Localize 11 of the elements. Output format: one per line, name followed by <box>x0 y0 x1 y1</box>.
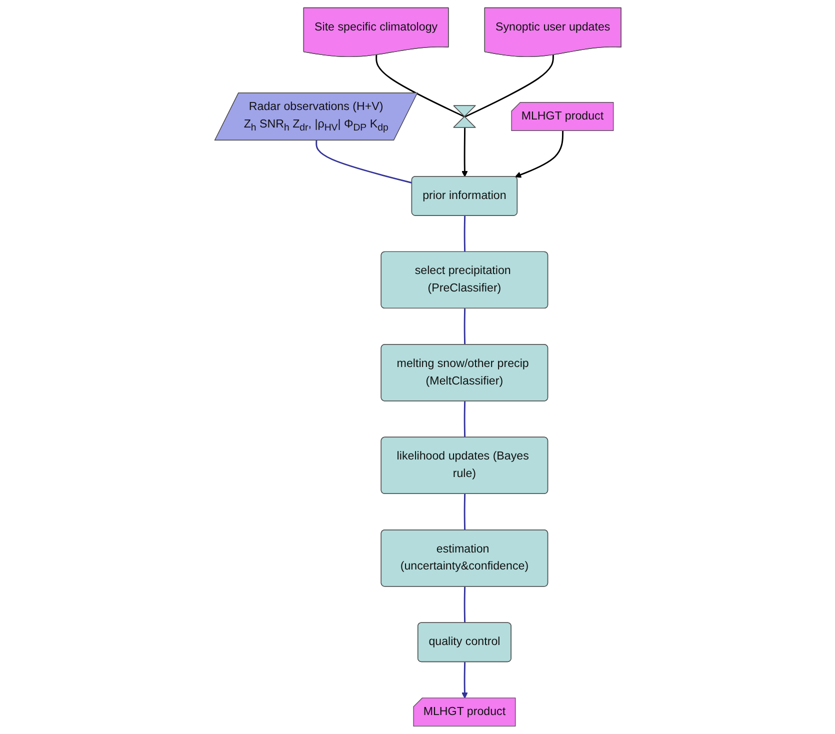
connector <box>463 216 466 252</box>
connector <box>315 140 412 184</box>
arrow <box>461 128 468 177</box>
connector <box>463 401 466 438</box>
arrow <box>461 662 468 699</box>
arrow <box>514 131 564 178</box>
connector <box>375 55 465 118</box>
connector <box>463 308 466 345</box>
connector <box>464 55 554 118</box>
connector <box>463 586 466 623</box>
connector <box>463 494 466 530</box>
